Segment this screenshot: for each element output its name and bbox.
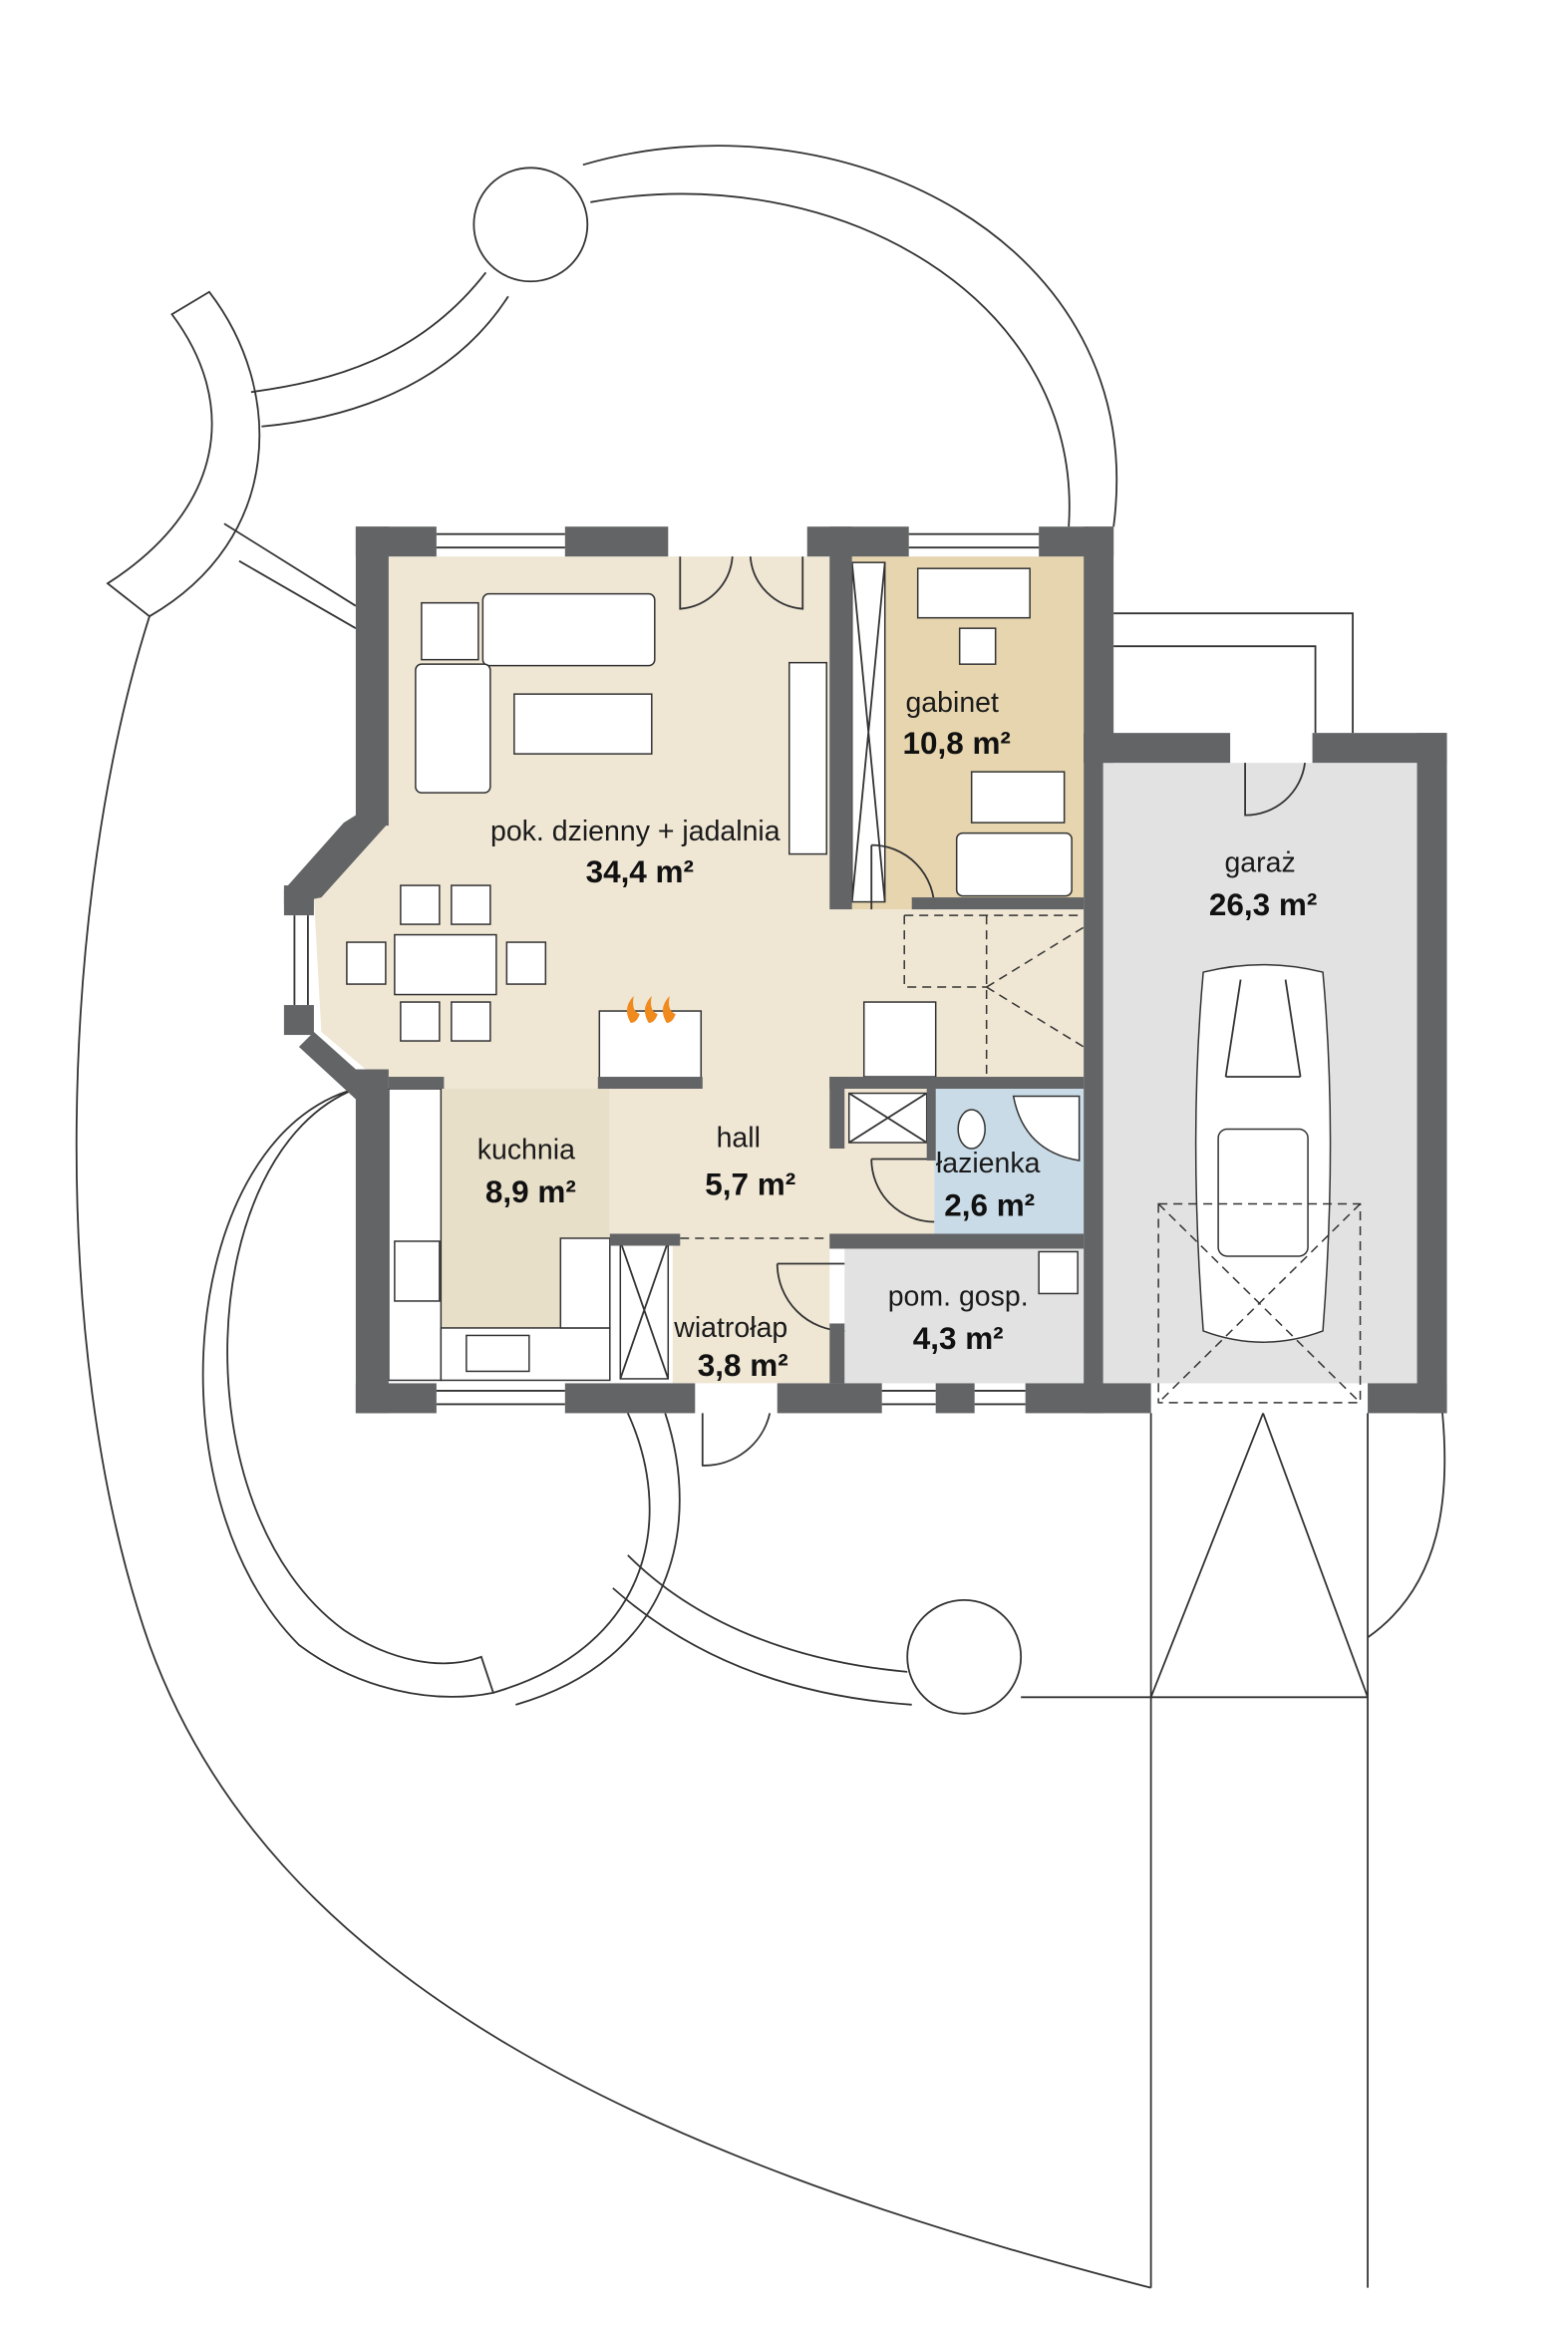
stove bbox=[394, 1240, 441, 1302]
room-name-utility: pom. gosp. bbox=[888, 1280, 1029, 1312]
room-name-kitchen: kuchnia bbox=[477, 1135, 575, 1166]
room-name-garage: garaż bbox=[1224, 847, 1295, 879]
room-name-office: gabinet bbox=[905, 687, 999, 719]
room-living-floor bbox=[313, 556, 1085, 1384]
windows bbox=[293, 532, 1040, 1406]
room-name-vestibule: wiatrołap bbox=[673, 1312, 787, 1344]
kitchen-counter bbox=[388, 1088, 443, 1382]
room-area-hall: 5,7 m² bbox=[705, 1166, 795, 1201]
room-area-utility: 4,3 m² bbox=[913, 1321, 1004, 1356]
room-area-living: 34,4 m² bbox=[586, 854, 694, 889]
flame-icon bbox=[626, 996, 676, 1024]
car bbox=[1194, 963, 1332, 1343]
room-area-garage: 26,3 m² bbox=[1209, 887, 1317, 922]
walls bbox=[283, 526, 1447, 1414]
landscape bbox=[75, 145, 1446, 2289]
room-area-kitchen: 8,9 m² bbox=[485, 1174, 576, 1209]
sink bbox=[466, 1334, 530, 1373]
room-area-vestibule: 3,8 m² bbox=[698, 1348, 788, 1383]
room-labels: pok. dzienny + jadalnia 34,4 m² gabinet … bbox=[477, 687, 1318, 1383]
room-area-office: 10,8 m² bbox=[902, 726, 1010, 761]
room-name-bathroom: łazienka bbox=[936, 1148, 1041, 1179]
furniture bbox=[346, 561, 1362, 1404]
kitchen-counter-right bbox=[559, 1237, 611, 1329]
room-area-bathroom: 2,6 m² bbox=[944, 1187, 1035, 1222]
room-name-hall: hall bbox=[717, 1123, 761, 1155]
room-name-living: pok. dzienny + jadalnia bbox=[490, 816, 781, 847]
